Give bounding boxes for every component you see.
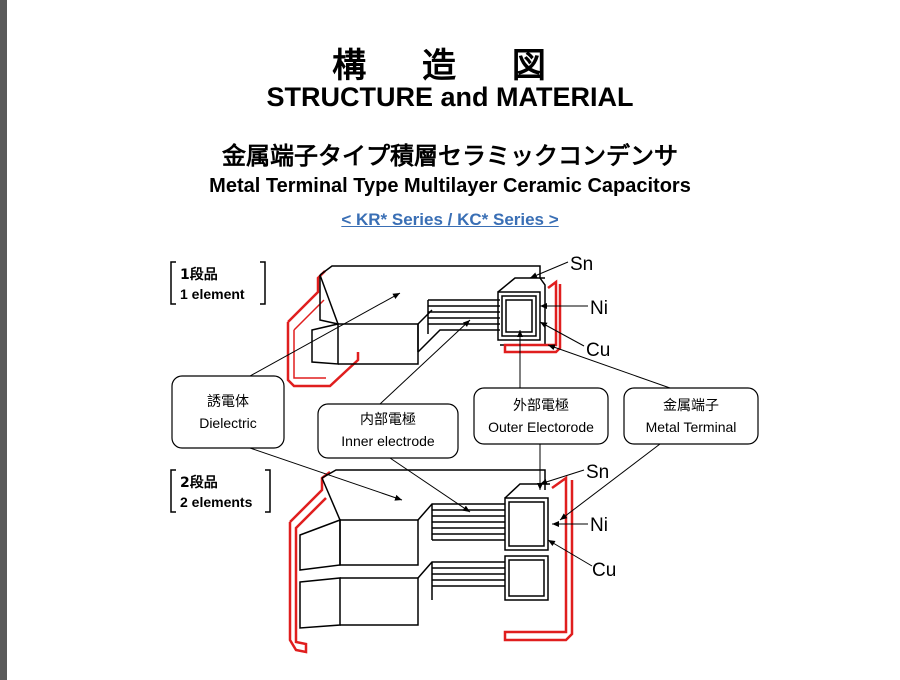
cu-label-top: Cu <box>586 340 610 361</box>
page-title-en: STRUCTURE and MATERIAL <box>266 82 634 112</box>
dielectric-en: Dielectric <box>199 415 257 431</box>
group1-label: 1段品 1 element <box>170 261 266 305</box>
metal-terminal-jp: 金属端子 <box>663 398 719 414</box>
series-link[interactable]: < KR* Series / KC* Series > <box>341 210 559 229</box>
ni-label-top: Ni <box>590 298 608 319</box>
subtitle-en: Metal Terminal Type Multilayer Ceramic C… <box>209 175 691 197</box>
callout-metal-terminal: 金属端子 Metal Terminal <box>623 387 759 445</box>
ni-label-bottom: Ni <box>590 515 608 536</box>
subtitle-jp: 金属端子タイプ積層セラミックコンデンサ <box>222 142 678 170</box>
callout-dielectric: 誘電体 Dielectric <box>171 375 285 449</box>
window-edge-bar <box>0 0 7 680</box>
page-title-jp: 構 造 図 <box>332 46 568 86</box>
leader-lines <box>249 261 671 567</box>
callout-outer-electrode: 外部電極 Outer Electorode <box>473 387 609 445</box>
inner-electrode-en: Inner electrode <box>341 433 435 449</box>
cu-label-bottom: Cu <box>592 560 616 581</box>
inner-electrode-jp: 内部電極 <box>360 412 416 428</box>
group1-en: 1 element <box>180 286 245 302</box>
sn-label-top: Sn <box>570 254 593 275</box>
callout-inner-electrode: 内部電極 Inner electrode <box>317 403 459 459</box>
left-metal-terminal-1 <box>286 270 360 388</box>
metal-terminal-en: Metal Terminal <box>646 419 737 435</box>
group2-jp: 2段品 <box>180 474 218 491</box>
sn-label-bottom: Sn <box>586 462 609 483</box>
left-metal-terminal-2 <box>288 471 331 654</box>
group2-en: 2 elements <box>180 494 253 510</box>
capacitor-1-element <box>286 265 562 388</box>
dielectric-jp: 誘電体 <box>207 394 249 410</box>
capacitor-2-elements <box>288 469 574 654</box>
plating-labels: Sn Ni Cu Sn Ni Cu <box>570 254 616 581</box>
outer-electrode-jp: 外部電極 <box>513 398 569 414</box>
outer-electrode-en: Outer Electorode <box>488 419 594 435</box>
group2-label: 2段品 2 elements <box>170 469 271 513</box>
right-metal-terminal-2 <box>503 475 574 642</box>
group1-jp: 1段品 <box>180 266 218 283</box>
